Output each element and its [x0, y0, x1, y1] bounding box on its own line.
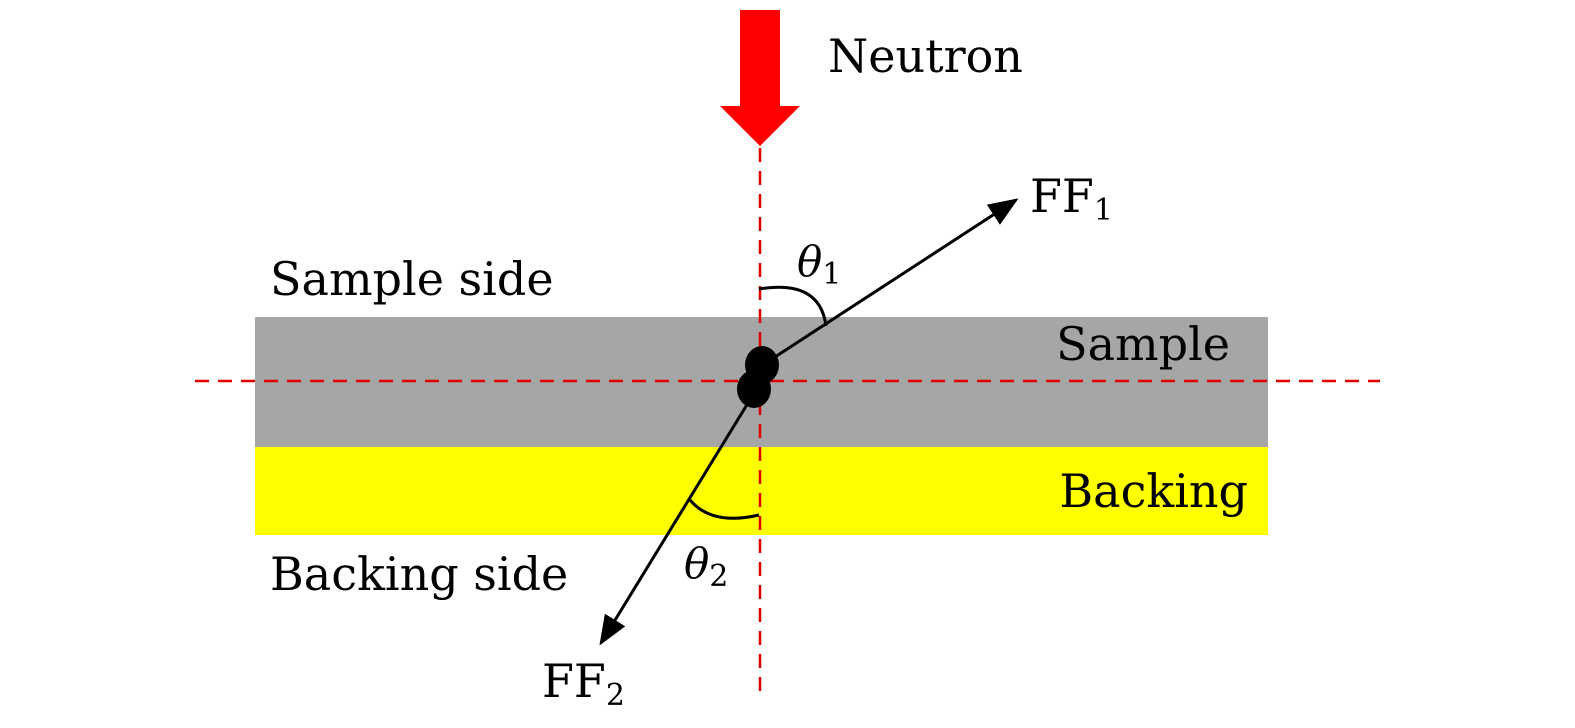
theta2-subscript: 2 — [709, 559, 728, 594]
ff1-track — [774, 198, 1019, 359]
theta2-arc — [688, 499, 760, 520]
theta1-symbol: θ — [797, 237, 822, 286]
ff1-label-subscript: 1 — [1094, 193, 1113, 228]
ff2-track — [599, 402, 750, 646]
theta1-label: θ1 — [797, 237, 841, 292]
backing-layer-label: Backing — [1059, 464, 1248, 518]
ff2-label-subscript: 2 — [606, 678, 625, 713]
theta2-symbol: θ — [684, 539, 709, 588]
theta1-subscript: 1 — [822, 257, 841, 292]
backing-side-label: Backing side — [270, 547, 568, 601]
theta1-arc — [758, 285, 828, 327]
backing-layer — [255, 447, 1268, 535]
theta2-label: θ2 — [684, 539, 728, 594]
ff2-label: FF2 — [542, 654, 625, 713]
sample-layer-label: Sample — [1056, 317, 1230, 371]
neutron-label: Neutron — [828, 29, 1023, 83]
ff1-label: FF1 — [1030, 169, 1113, 228]
ff2-label-main: FF — [542, 654, 606, 708]
fragment-nucleus-lower — [737, 370, 771, 408]
sample-side-label: Sample side — [270, 252, 554, 306]
ff1-label-main: FF — [1030, 169, 1094, 223]
down-arrow-icon — [720, 10, 800, 146]
